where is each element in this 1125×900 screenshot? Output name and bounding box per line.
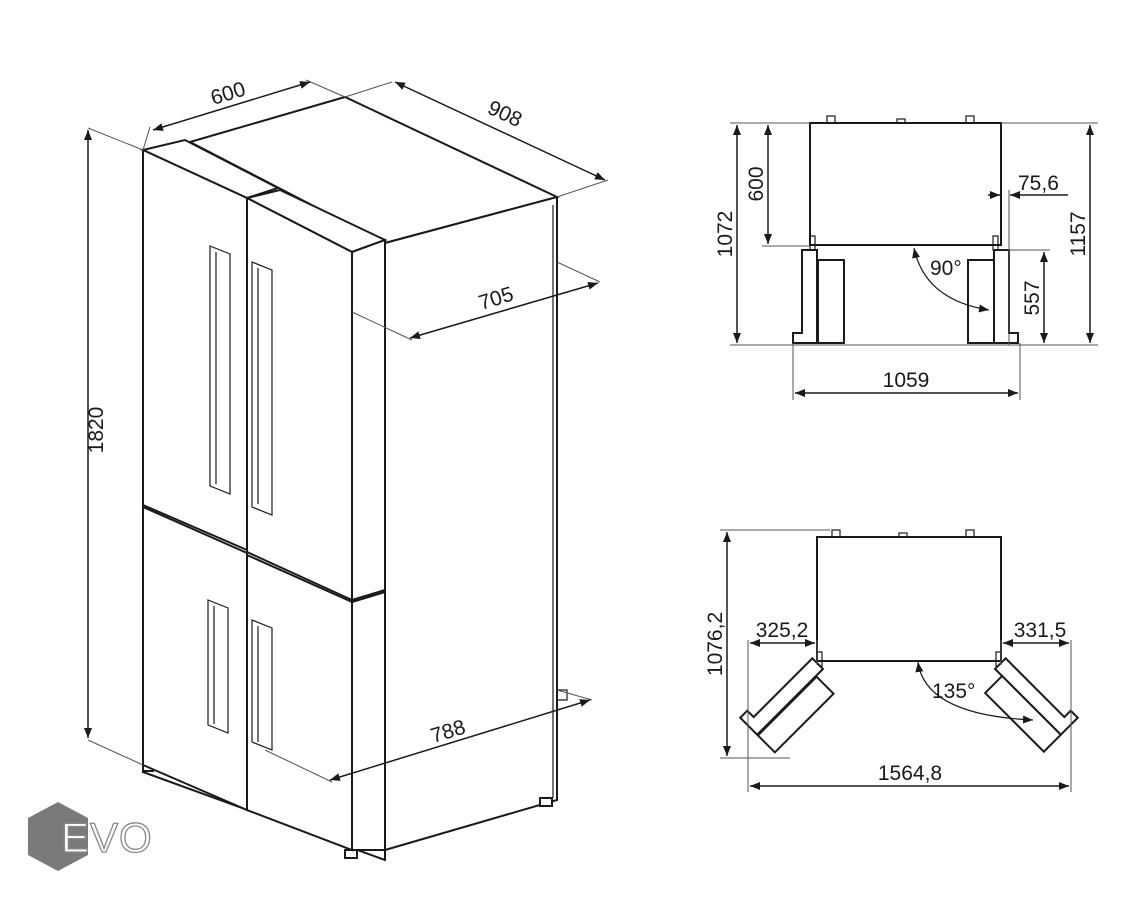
angle-90: 90° — [930, 257, 962, 280]
dim-1059: 1059 — [883, 369, 930, 392]
logo-hexagon — [28, 802, 88, 871]
upper-right-door — [246, 196, 353, 602]
dim-width: 600 — [208, 78, 248, 110]
right-door-plan — [993, 249, 1019, 344]
lower-right-door — [246, 553, 353, 852]
plan-view-135: 135° 1076,2 325,2 331,5 1564,8 — [704, 529, 1080, 792]
dim-height: 1820 — [85, 407, 108, 454]
lower-right-handle — [251, 619, 273, 751]
dim-1564-8: 1564,8 — [878, 762, 942, 785]
dim-1072: 1072 — [714, 211, 737, 258]
evo-logo: EVO — [28, 802, 153, 871]
upper-right-handle — [251, 261, 273, 516]
dim-557: 557 — [1021, 280, 1044, 315]
lower-left-door — [142, 505, 248, 812]
upper-left-door — [142, 148, 248, 552]
left-door-plan-135 — [738, 656, 825, 737]
logo-text: EVO — [61, 814, 153, 861]
left-door-plan — [792, 249, 818, 344]
cabinet-plan — [809, 122, 1002, 246]
angle-135: 135° — [932, 680, 975, 703]
dim-75-6: 75,6 — [1018, 172, 1059, 195]
lower-left-handle — [207, 599, 229, 734]
upper-left-handle — [209, 245, 231, 495]
dim-325-2: 325,2 — [756, 619, 809, 642]
cabinet-side — [384, 195, 558, 852]
dim-600: 600 — [745, 166, 768, 201]
fridge-3d-view: 1820 600 908 705 788 — [84, 78, 609, 862]
dim-331-5: 331,5 — [1014, 619, 1067, 642]
cabinet-plan-135 — [816, 536, 1002, 662]
plan-view-90: 90° 1072 600 75,6 1157 557 1059 — [714, 115, 1098, 400]
dim-1076-2: 1076,2 — [704, 612, 727, 676]
dim-1157: 1157 — [1067, 211, 1090, 256]
